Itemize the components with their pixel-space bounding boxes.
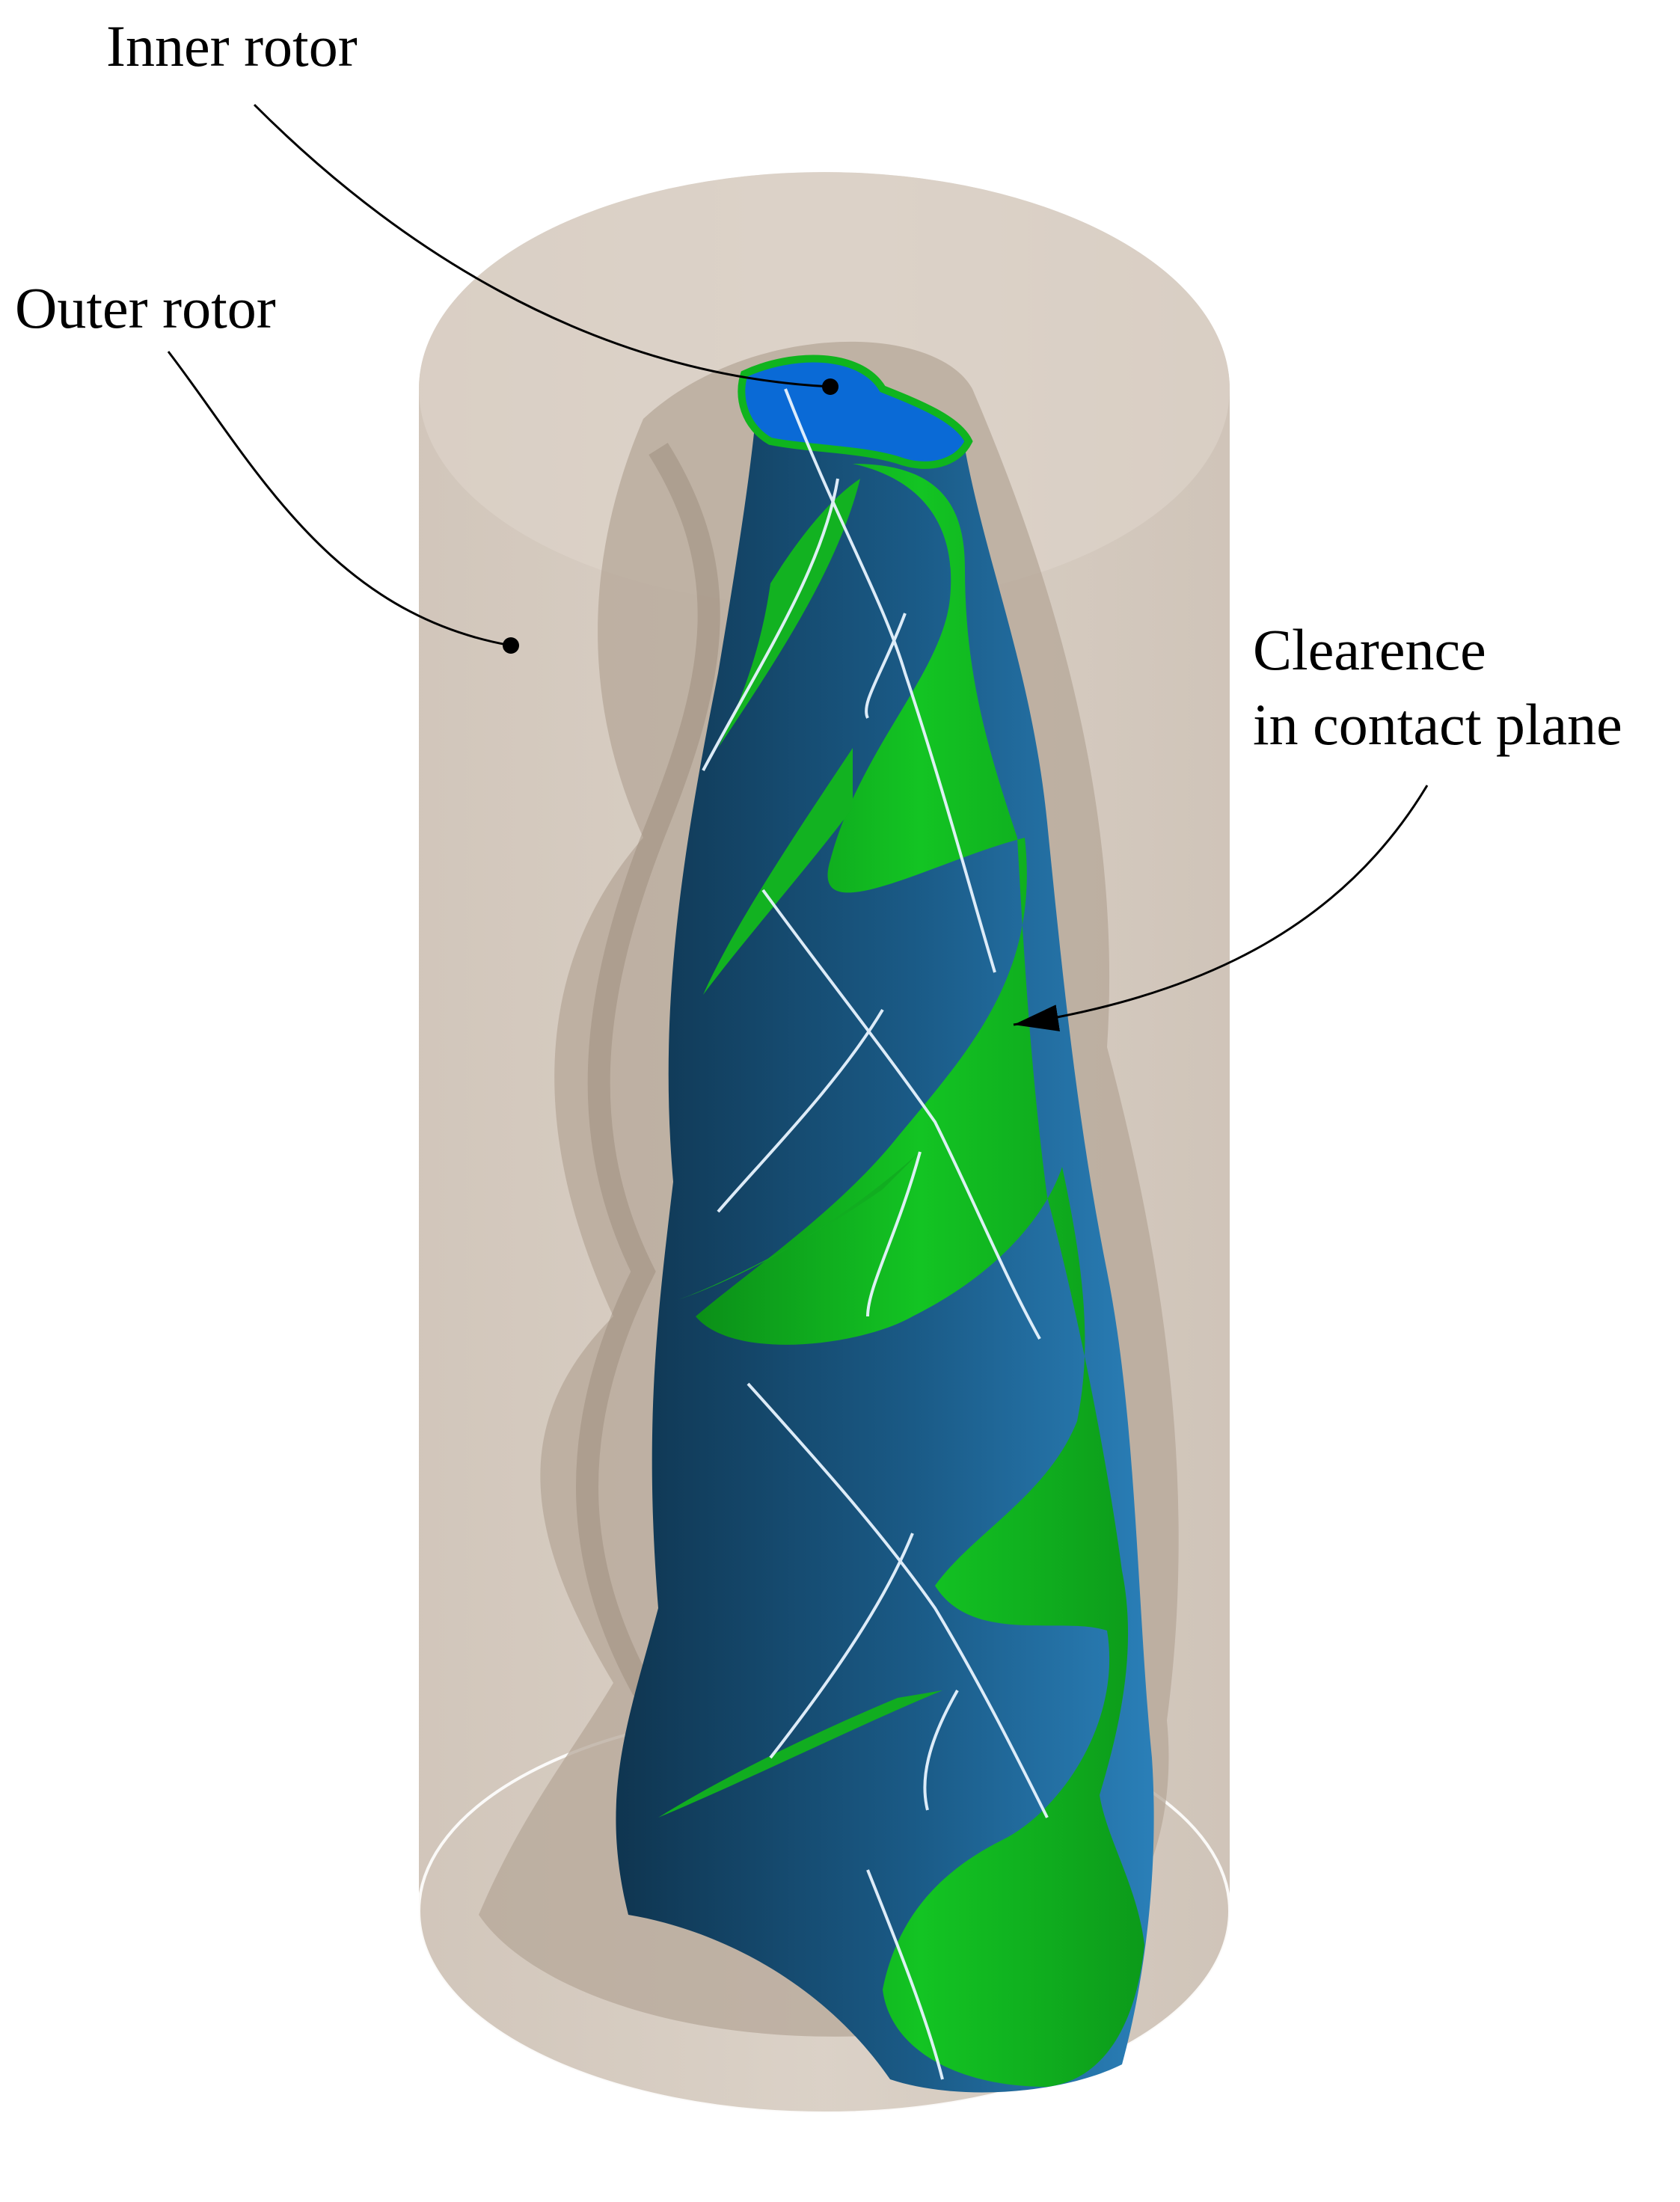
inner-rotor-label: Inner rotor [106, 13, 358, 79]
clearance-leader-arrow [1013, 785, 1429, 1031]
outer-rotor-leader-dot [503, 637, 519, 654]
outer-rotor-callout: Outer rotor [15, 275, 519, 654]
inner-rotor-leader-dot [822, 378, 839, 395]
outer-rotor-label: Outer rotor [15, 275, 276, 340]
clearance-label-line1: Clearence [1253, 617, 1486, 682]
clearance-label-line2: in contact plane [1253, 692, 1622, 757]
outer-rotor-leader-line [167, 351, 512, 647]
inner-rotor-callout: Inner rotor [106, 13, 839, 395]
clearance-callout: Clearence in contact plane [1013, 617, 1622, 1031]
inner-rotor-leader-line [253, 103, 831, 388]
